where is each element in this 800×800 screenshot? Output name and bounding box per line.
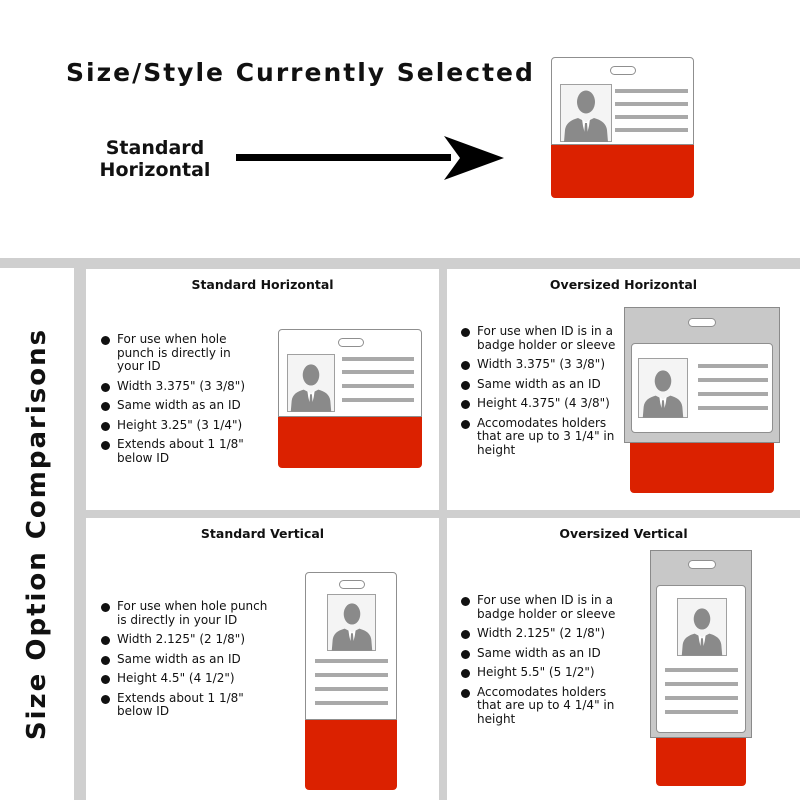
person-silhouette-icon: [561, 86, 611, 142]
current-style-line2: Horizontal: [99, 159, 211, 181]
feature-list: For use when hole punch is directly in y…: [101, 332, 261, 471]
slot-punch: [338, 338, 364, 347]
list-item: Width 2.125" (2 1/8"): [461, 626, 626, 641]
placeholder-line: [315, 701, 388, 705]
badge-holder: [650, 550, 752, 738]
badge-illustration: [305, 572, 397, 790]
placeholder-line: [698, 392, 768, 396]
current-style-label: Standard Horizontal: [80, 137, 230, 181]
side-label-area: Size Option Comparisons: [0, 268, 74, 800]
badge-red-extension: [278, 409, 422, 468]
photo-frame: [327, 594, 376, 651]
placeholder-line: [665, 682, 738, 686]
badge-red-extension: [630, 437, 774, 493]
list-item: For use when hole punch is directly in y…: [101, 332, 261, 374]
photo-frame: [287, 354, 335, 412]
page-title: Size/Style Currently Selected: [66, 58, 535, 87]
selected-badge-illustration: [551, 57, 694, 198]
placeholder-line: [342, 384, 414, 388]
comparison-label: Size Option Comparisons: [22, 327, 52, 741]
placeholder-line: [698, 406, 768, 410]
panel-standard-vertical: Standard Vertical For use when hole punc…: [86, 518, 439, 800]
placeholder-line: [342, 370, 414, 374]
list-item: Same width as an ID: [101, 398, 261, 413]
panel-title: Standard Horizontal: [191, 277, 334, 292]
badge-red-extension: [656, 734, 746, 786]
list-item: For use when ID is in a badge holder or …: [461, 324, 621, 352]
photo-frame: [560, 84, 612, 142]
placeholder-line: [615, 102, 688, 106]
slot-punch: [688, 560, 716, 569]
person-silhouette-icon: [679, 604, 725, 656]
id-card: [631, 343, 773, 433]
placeholder-line: [615, 128, 688, 132]
right-arrow-icon: [236, 136, 504, 180]
id-card: [278, 329, 422, 417]
panel-title: Standard Vertical: [200, 526, 325, 541]
current-style-line1: Standard: [105, 137, 205, 159]
feature-list: For use when hole punch is directly in y…: [101, 599, 271, 725]
badge-illustration: [650, 550, 752, 786]
placeholder-line: [615, 115, 688, 119]
list-item: Accomodates holders that are up to 4 1/4…: [461, 685, 626, 727]
photo-frame: [638, 358, 688, 418]
placeholder-line: [342, 398, 414, 402]
list-item: Height 4.5" (4 1/2"): [101, 671, 271, 686]
id-card: [656, 585, 746, 733]
list-item: Same width as an ID: [461, 377, 621, 392]
list-item: Width 3.375" (3 3/8"): [101, 379, 261, 394]
badge-holder: [624, 307, 780, 443]
panel-oversized-vertical: Oversized Vertical For use when ID is in…: [447, 518, 800, 800]
list-item: Width 3.375" (3 3/8"): [461, 357, 621, 372]
list-item: Width 2.125" (2 1/8"): [101, 632, 271, 647]
placeholder-line: [698, 364, 768, 368]
id-card: [305, 572, 397, 720]
photo-frame: [677, 598, 727, 656]
id-card: [551, 57, 694, 145]
placeholder-line: [342, 357, 414, 361]
placeholder-line: [665, 668, 738, 672]
slot-punch: [339, 580, 365, 589]
slot-punch: [610, 66, 636, 75]
list-item: Extends about 1 1/8" below ID: [101, 437, 261, 465]
placeholder-line: [315, 673, 388, 677]
placeholder-line: [698, 378, 768, 382]
list-item: Height 3.25" (3 1/4"): [101, 418, 261, 433]
panel-oversized-horizontal: Oversized Horizontal For use when ID is …: [447, 269, 800, 510]
feature-list: For use when ID is in a badge holder or …: [461, 324, 621, 463]
placeholder-line: [615, 89, 688, 93]
person-silhouette-icon: [640, 366, 686, 418]
placeholder-line: [315, 687, 388, 691]
badge-red-extension: [551, 137, 694, 198]
person-silhouette-icon: [288, 360, 334, 412]
panel-title: Oversized Horizontal: [549, 277, 698, 292]
placeholder-line: [315, 659, 388, 663]
list-item: Accomodates holders that are up to 3 1/4…: [461, 416, 621, 458]
list-item: For use when ID is in a badge holder or …: [461, 593, 626, 621]
list-item: Same width as an ID: [101, 652, 271, 667]
list-item: Height 4.375" (4 3/8"): [461, 396, 621, 411]
badge-illustration: [624, 307, 780, 493]
person-silhouette-icon: [329, 599, 375, 651]
list-item: Same width as an ID: [461, 646, 626, 661]
list-item: Extends about 1 1/8" below ID: [101, 691, 271, 719]
badge-red-extension: [305, 716, 397, 790]
list-item: Height 5.5" (5 1/2"): [461, 665, 626, 680]
slot-punch: [688, 318, 716, 327]
feature-list: For use when ID is in a badge holder or …: [461, 593, 626, 732]
placeholder-line: [665, 710, 738, 714]
badge-illustration: [278, 329, 422, 468]
panel-title: Oversized Vertical: [559, 526, 688, 541]
list-item: For use when hole punch is directly in y…: [101, 599, 271, 627]
placeholder-line: [665, 696, 738, 700]
panel-standard-horizontal: Standard Horizontal For use when hole pu…: [86, 269, 439, 510]
